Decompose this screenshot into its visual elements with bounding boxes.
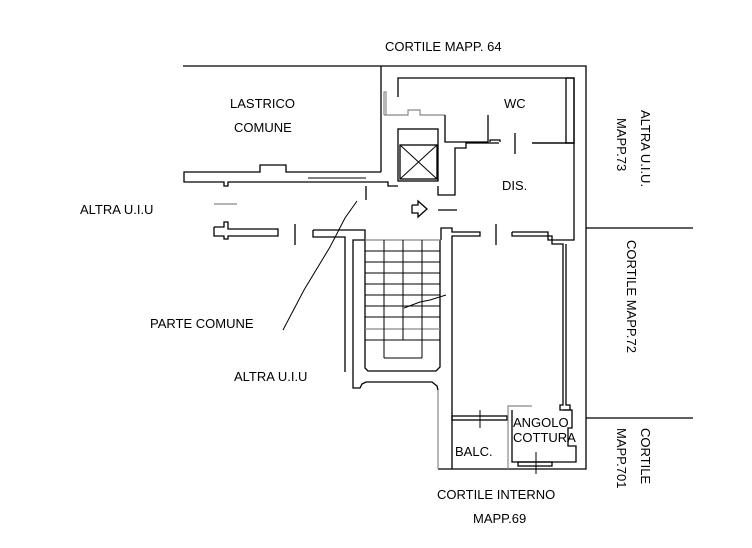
label-dis: DIS. (502, 178, 527, 193)
label-mapp-69: MAPP.69 (473, 511, 526, 526)
stair-treads (365, 240, 440, 359)
label-altra-left: ALTRA U.I.U (80, 202, 153, 217)
label-angolo: ANGOLO (513, 415, 569, 430)
label-mapp-73: MAPP.73 (614, 118, 629, 171)
label-comune: COMUNE (234, 120, 292, 135)
walls (183, 77, 577, 474)
label-altra-right: ALTRA U.I.U. (638, 110, 653, 187)
label-cottura: COTTURA (513, 430, 576, 445)
label-parte-comune: PARTE COMUNE (150, 316, 254, 331)
label-cortile-top: CORTILE MAPP. 64 (385, 39, 502, 54)
label-cortile-interno: CORTILE INTERNO (437, 487, 555, 502)
label-mapp-701: MAPP.701 (614, 428, 629, 488)
label-wc: WC (504, 96, 526, 111)
label-balc: BALC. (455, 444, 493, 459)
property-boundaries (183, 65, 693, 470)
label-cortile-72: CORTILE MAPP.72 (624, 240, 639, 353)
label-cortile-701: CORTILE (638, 428, 653, 484)
label-lastrico: LASTRICO (230, 96, 295, 111)
label-altra-bottom: ALTRA U.I.U (234, 369, 307, 384)
